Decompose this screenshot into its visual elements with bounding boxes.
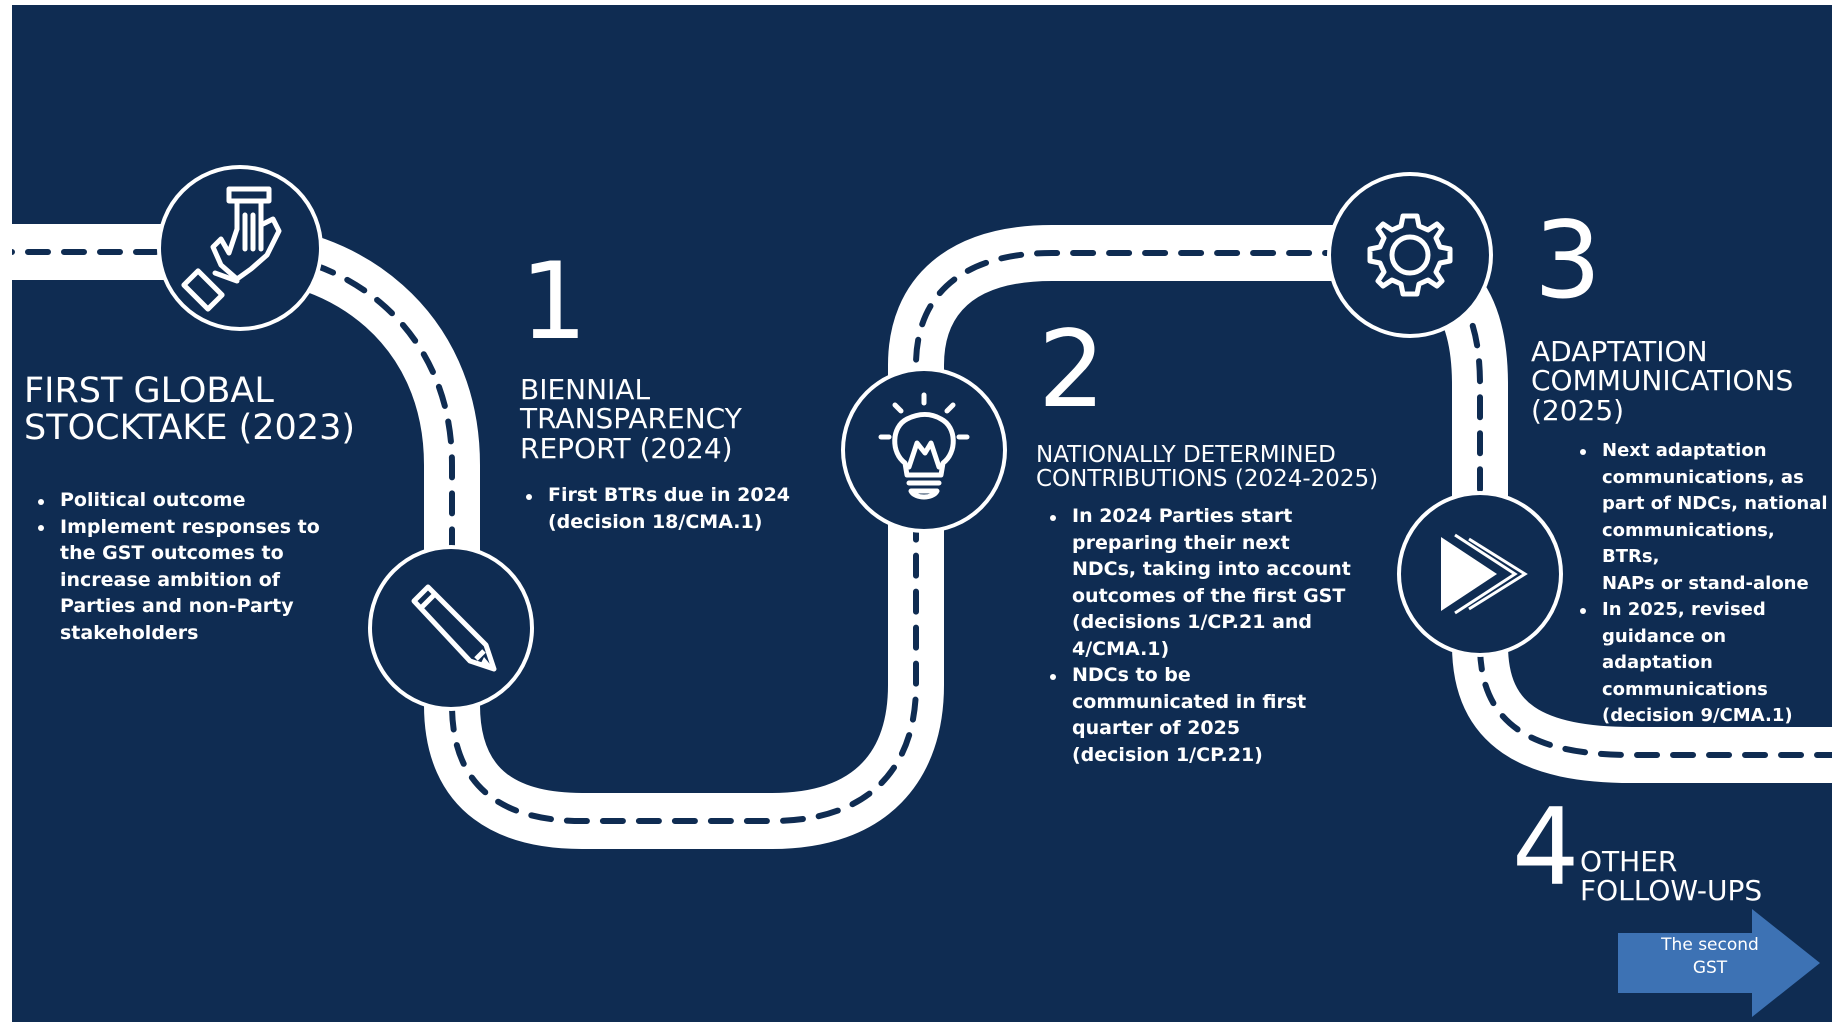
bullet-line: guidance on adaptation bbox=[1602, 625, 1727, 674]
gear-icon bbox=[1327, 172, 1493, 338]
next-gst-arrow-label: The second GST bbox=[1630, 934, 1790, 980]
arrow-label-line: The second bbox=[1661, 935, 1759, 955]
bullet-line: Next adaptation bbox=[1602, 440, 1767, 461]
bullet-line: (decision 9/CMA.1) bbox=[1602, 705, 1793, 726]
stage-first-gst-title: FIRST GLOBAL STOCKTAKE (2023) bbox=[24, 373, 355, 447]
title-line: (2025) bbox=[1531, 393, 1625, 427]
road-center-dashes bbox=[12, 249, 1832, 824]
arrow-label-line: GST bbox=[1692, 958, 1728, 978]
bullet-item: NDCs to be communicated in first quarter… bbox=[1036, 662, 1351, 768]
stage-1-bullets: First BTRs due in 2024 (decision 18/CMA.… bbox=[512, 482, 790, 535]
title-line: TRANSPARENCY bbox=[520, 402, 742, 436]
title-line: STOCKTAKE (2023) bbox=[24, 407, 355, 448]
bullet-line: (decisions 1/CP.21 and bbox=[1072, 611, 1313, 633]
hand-pointing-icon bbox=[157, 165, 323, 331]
bullet-item: In 2024 Parties start preparing their ne… bbox=[1036, 503, 1351, 662]
stage-2-bullets: In 2024 Parties start preparing their ne… bbox=[1036, 503, 1351, 768]
bullet-item: First BTRs due in 2024 (decision 18/CMA.… bbox=[512, 482, 790, 535]
bullet-line: NDCs, taking into account bbox=[1072, 558, 1351, 580]
stage-4-title: OTHER FOLLOW-UPS bbox=[1580, 847, 1762, 906]
stage-4-number: 4 bbox=[1512, 786, 1580, 909]
bullet-item: Political outcome bbox=[24, 487, 320, 514]
roadmap-road bbox=[12, 224, 1832, 849]
bullet-line: Parties and non-Party bbox=[60, 595, 294, 617]
stage-3-number: 3 bbox=[1534, 199, 1602, 322]
bullet-line: communicated in first bbox=[1072, 690, 1307, 713]
bullet-line: 4/CMA.1) bbox=[1072, 637, 1170, 660]
bullet-line: part of NDCs, national bbox=[1602, 493, 1828, 514]
bullet-line: NAPs or stand-alone bbox=[1602, 572, 1809, 594]
bullet-line: quarter of 2025 bbox=[1072, 717, 1241, 739]
bullet-line: Political outcome bbox=[60, 489, 246, 511]
bullet-line: outcomes of the first GST bbox=[1072, 584, 1346, 607]
bullet-line: stakeholders bbox=[60, 621, 199, 644]
bullet-line: communications, as bbox=[1602, 466, 1804, 488]
next-gst-arrow bbox=[1618, 909, 1820, 1017]
bullet-line: increase ambition of bbox=[60, 568, 281, 591]
stage-3-bullets: Next adaptation communications, as part … bbox=[1566, 438, 1832, 730]
title-line: FOLLOW-UPS bbox=[1580, 874, 1763, 908]
title-line: COMMUNICATIONS bbox=[1531, 364, 1794, 398]
bullet-line: communications bbox=[1602, 678, 1768, 700]
bullet-item: Next adaptation communications, as part … bbox=[1566, 438, 1832, 597]
title-line: CONTRIBUTIONS (2024-2025) bbox=[1036, 466, 1379, 493]
bullet-line: First BTRs due in 2024 bbox=[548, 484, 791, 506]
title-line: REPORT (2024) bbox=[520, 431, 733, 465]
title-line: FIRST GLOBAL bbox=[24, 371, 274, 411]
stage-1-title: BIENNIAL TRANSPARENCY REPORT (2024) bbox=[520, 373, 742, 465]
stage-2-title: NATIONALLY DETERMINED CONTRIBUTIONS (202… bbox=[1036, 443, 1378, 491]
bullet-line: (decision 18/CMA.1) bbox=[548, 510, 763, 533]
title-line: NATIONALLY DETERMINED bbox=[1036, 442, 1336, 468]
bullet-line: NDCs to be bbox=[1072, 664, 1191, 686]
title-line: ADAPTATION bbox=[1531, 335, 1708, 368]
stage-3-title: ADAPTATION COMMUNICATIONS (2025) bbox=[1531, 335, 1794, 427]
fast-forward-icon bbox=[1397, 491, 1563, 657]
title-line: OTHER bbox=[1580, 845, 1678, 878]
stage-1-number: 1 bbox=[520, 240, 588, 363]
pencil-icon bbox=[368, 545, 534, 711]
bullet-line: communications, BTRs, bbox=[1602, 519, 1775, 568]
infographic-panel: FIRST GLOBAL STOCKTAKE (2023) Political … bbox=[12, 5, 1832, 1022]
stage-first-gst-bullets: Political outcome Implement responses to… bbox=[24, 487, 320, 646]
title-line: BIENNIAL bbox=[520, 373, 651, 406]
bullet-item: In 2025, revised guidance on adaptation … bbox=[1566, 597, 1832, 730]
stage-2-number: 2 bbox=[1038, 308, 1106, 431]
bullet-line: Implement responses to bbox=[60, 515, 320, 538]
bullet-line: (decision 1/CP.21) bbox=[1072, 743, 1263, 766]
bullet-line: the GST outcomes to bbox=[60, 542, 284, 564]
bullet-line: preparing their next bbox=[1072, 531, 1290, 554]
bullet-item: Implement responses to the GST outcomes … bbox=[24, 514, 320, 647]
bullet-line: In 2024 Parties start bbox=[1072, 505, 1293, 527]
bullet-line: In 2025, revised bbox=[1602, 599, 1766, 620]
lightbulb-icon bbox=[841, 367, 1007, 533]
